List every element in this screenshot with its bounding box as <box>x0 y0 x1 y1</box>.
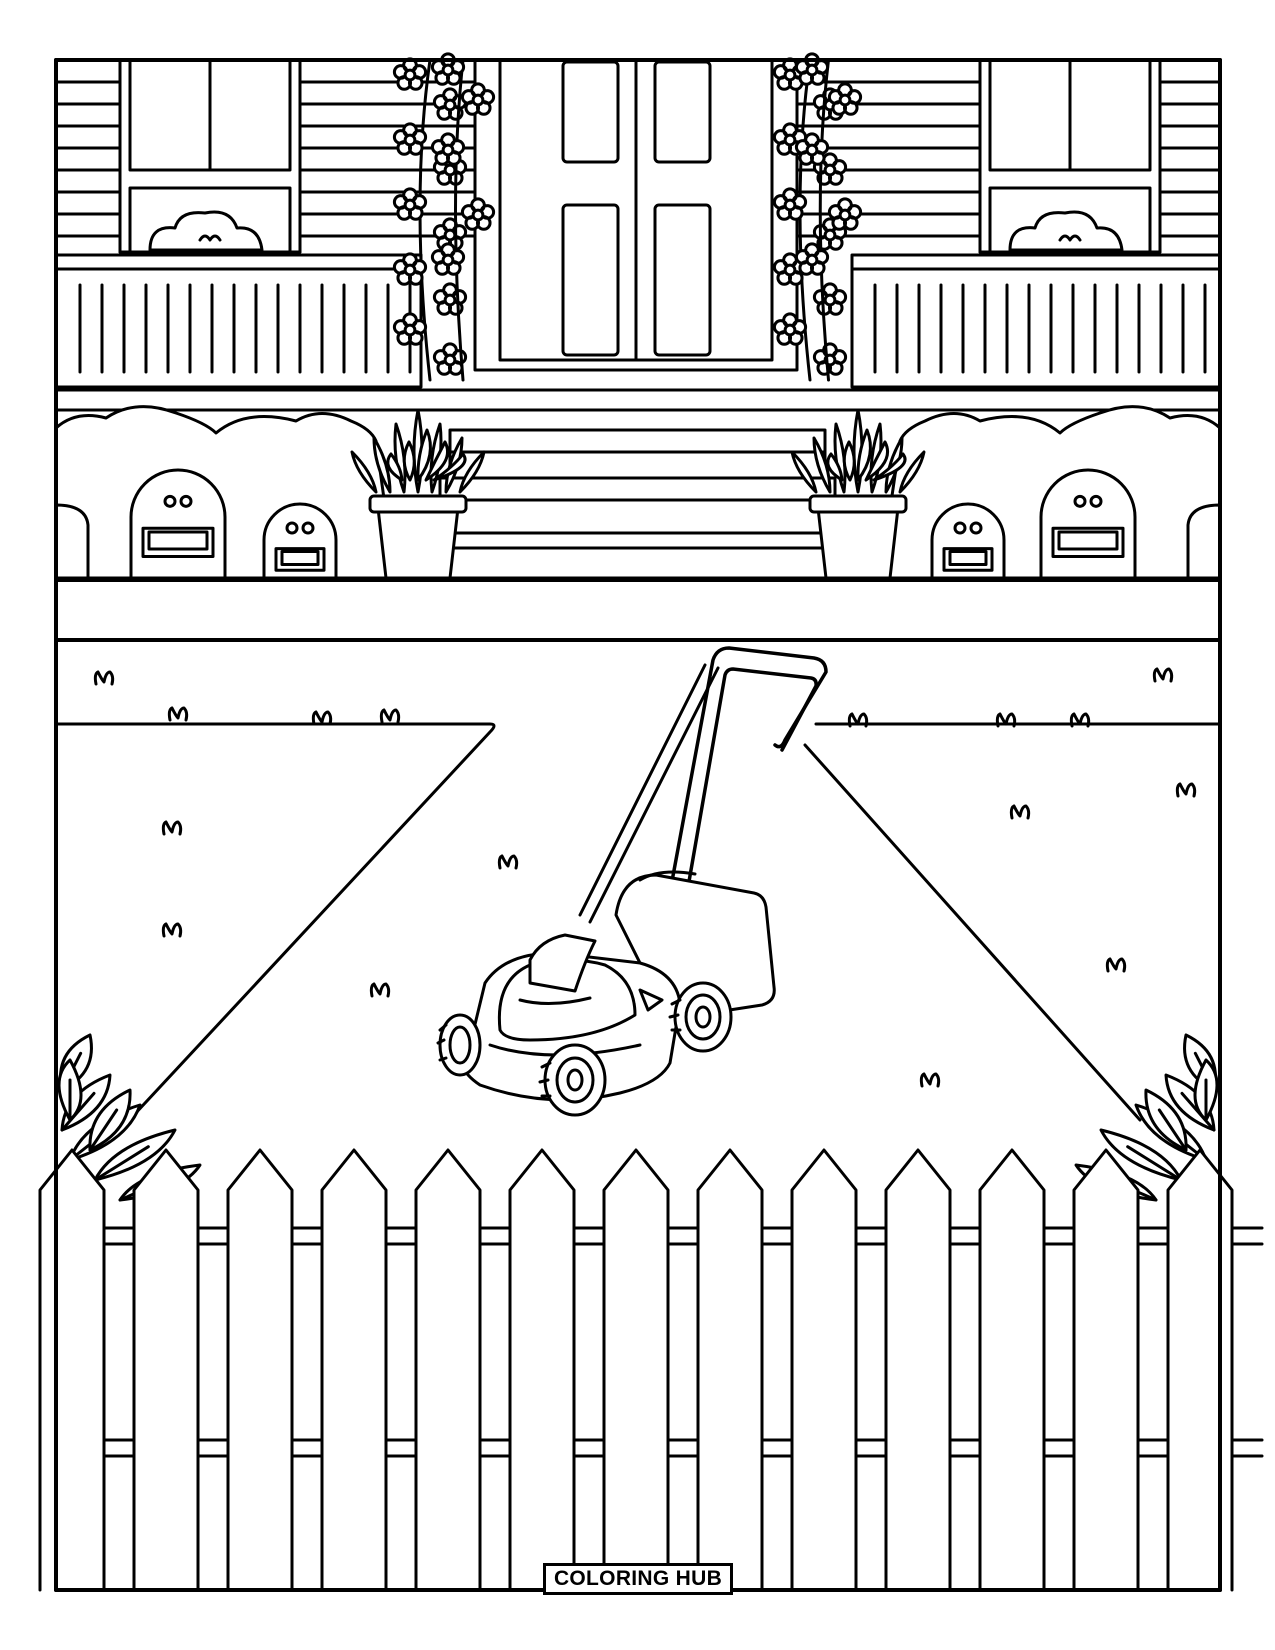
fence-picket <box>320 1148 388 1592</box>
front-steps <box>430 428 844 580</box>
brand-logo: COLORING HUB <box>543 1563 733 1595</box>
garden-light <box>930 502 1006 580</box>
fence-picket <box>790 1148 858 1592</box>
fence-picket <box>1166 1148 1234 1592</box>
mower-wheel-back-right <box>668 981 733 1053</box>
lawn-mower <box>436 646 828 1117</box>
fence-picket <box>508 1148 576 1592</box>
grass-tuft <box>1152 667 1174 683</box>
fence-picket <box>602 1148 670 1592</box>
grass-tuft <box>995 712 1017 728</box>
window-left <box>118 58 302 254</box>
grass-tuft <box>93 670 115 686</box>
grass-tuft <box>919 1072 941 1088</box>
fence-picket <box>414 1148 482 1592</box>
grass-tuft <box>167 706 189 722</box>
porch-railing-left <box>54 253 423 389</box>
fence-picket <box>978 1148 1046 1592</box>
sidewalk <box>54 578 1222 642</box>
picket-fence <box>38 1148 1264 1592</box>
fence-picket <box>132 1148 200 1592</box>
grass-tufts <box>93 667 1197 1088</box>
grass-tuft <box>161 820 183 836</box>
grass-tuft <box>161 922 183 938</box>
fence-picket <box>38 1148 106 1592</box>
potted-plant-left <box>350 408 486 580</box>
mower-wheel-front-left <box>436 1013 482 1077</box>
potted-plant-right <box>790 408 926 580</box>
grass-tuft <box>847 712 869 728</box>
grass-tuft <box>1009 804 1031 820</box>
siding-lines <box>54 80 1222 238</box>
grass-tuft <box>1175 782 1197 798</box>
grass-tuft <box>1105 957 1127 973</box>
grass-tuft <box>1069 712 1091 728</box>
house-front <box>54 52 1222 580</box>
front-door <box>473 58 799 372</box>
garden-light <box>262 502 338 580</box>
garden-light <box>1039 468 1137 580</box>
grass-tuft <box>497 854 519 870</box>
fence-picket <box>226 1148 294 1592</box>
lawn <box>54 722 1222 1132</box>
mower-wheel-front-right <box>538 1043 607 1117</box>
window-right <box>978 58 1162 254</box>
garden-lights <box>54 468 1222 580</box>
grass-tuft <box>369 982 391 998</box>
fence-picket <box>696 1148 764 1592</box>
fence-picket <box>1072 1148 1140 1592</box>
garden-light <box>129 468 227 580</box>
porch-railing-right <box>850 253 1222 389</box>
grass-tuft <box>311 710 333 726</box>
fence-picket <box>884 1148 952 1592</box>
grass-tuft <box>379 708 401 724</box>
